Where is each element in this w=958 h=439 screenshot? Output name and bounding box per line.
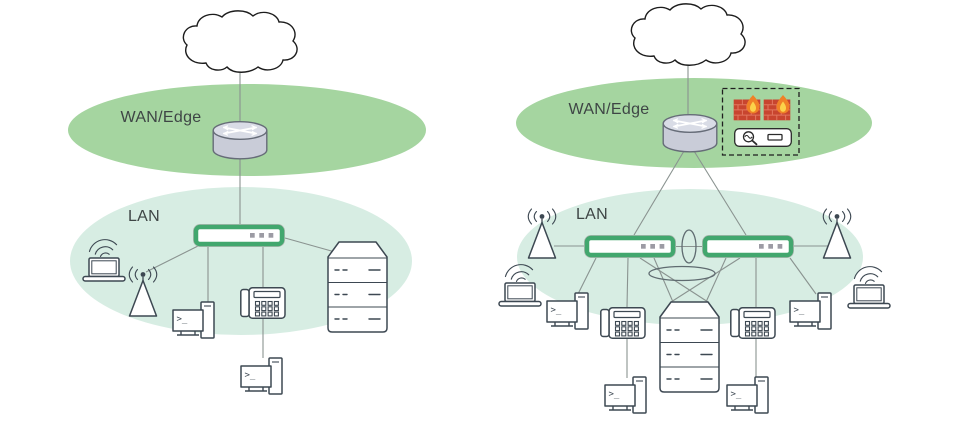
ip-phone-left <box>600 307 646 340</box>
internet-cloud <box>182 10 298 73</box>
edge-router <box>662 113 718 153</box>
left-topology-diagram: WAN/Edge LAN <box>68 10 426 395</box>
edge-router <box>212 120 268 160</box>
right-topology-diagram: WAN/Edge LAN <box>498 3 891 414</box>
link-router-right-switch <box>693 150 747 236</box>
link-right-switch-server-a <box>670 257 741 303</box>
ip-phone <box>240 287 286 320</box>
link-switch-server <box>284 237 336 253</box>
link-right-switch-pc <box>789 257 817 295</box>
security-services-group <box>721 87 800 156</box>
wan-edge-label: WAN/Edge <box>121 109 202 126</box>
link-aggregation-oval <box>648 265 716 282</box>
link-left-switch-pc <box>577 257 597 295</box>
server <box>327 241 388 333</box>
lan-zone <box>517 189 863 325</box>
link-left-switch-phone <box>626 257 629 308</box>
ip-phone-right <box>730 307 776 340</box>
lan-zone <box>70 187 412 335</box>
desktop-pc-behind-phone <box>240 357 283 395</box>
dual-homed-server <box>659 301 720 393</box>
link-right-switch-server-b <box>705 257 727 303</box>
traffic-inspection-appliance <box>733 127 793 148</box>
link-router-left-switch <box>633 150 685 236</box>
desktop-pc-behind-left-phone <box>604 376 647 414</box>
security-dashed-box <box>721 87 800 156</box>
access-switch-right <box>703 236 794 258</box>
wan-edge-label: WAN/Edge <box>569 101 650 118</box>
switch-stack-oval <box>681 229 697 264</box>
access-switch-left <box>585 236 676 258</box>
internet-cloud <box>630 3 746 66</box>
lan-label: LAN <box>128 208 160 225</box>
right-diagram-links <box>554 66 829 378</box>
desktop-pc-behind-right-phone <box>726 376 769 414</box>
link-left-switch-server-b <box>653 257 674 303</box>
access-switch <box>194 225 285 247</box>
lan-label: LAN <box>576 206 608 223</box>
